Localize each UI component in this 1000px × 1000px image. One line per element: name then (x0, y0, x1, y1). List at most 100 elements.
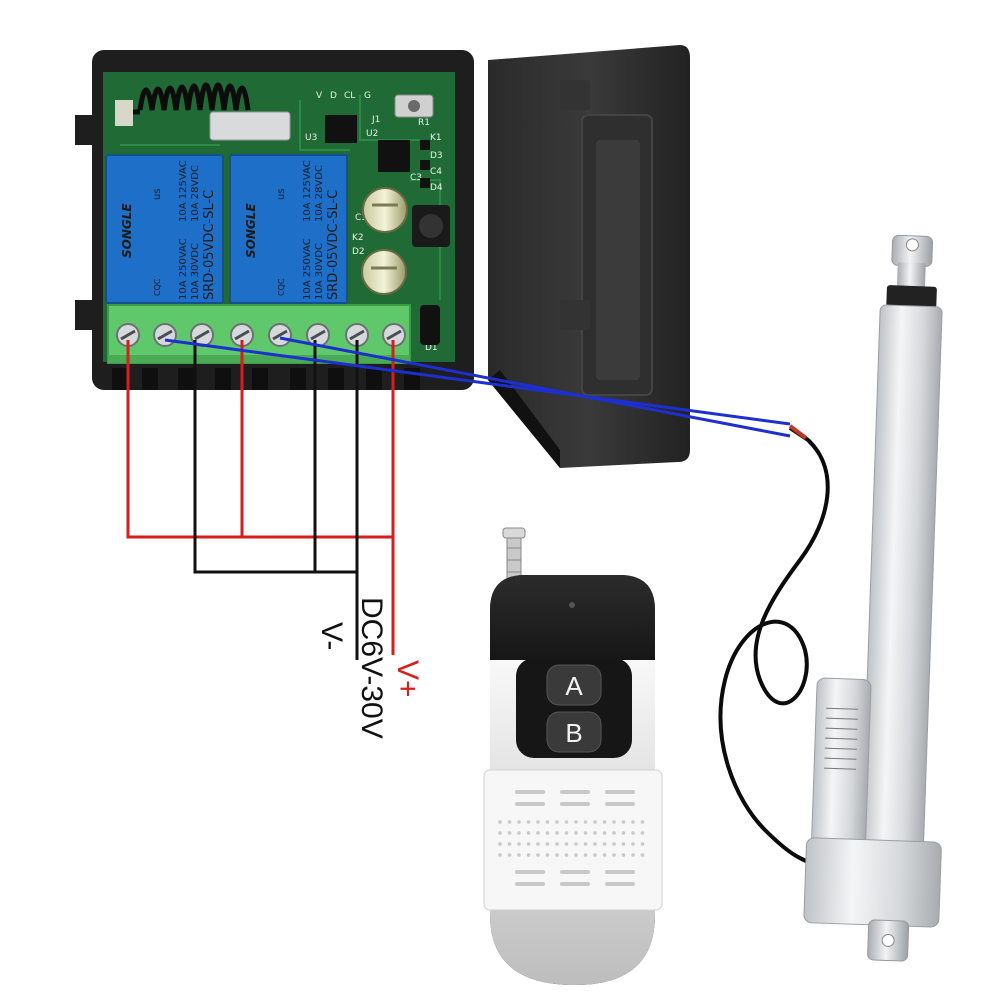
sleeve-dot (574, 842, 578, 846)
sleeve-dot (517, 831, 521, 835)
sleeve-dot (564, 853, 569, 857)
sleeve-dot (602, 853, 607, 857)
housing-fins (112, 368, 420, 390)
sleeve-dot (545, 831, 550, 835)
button-a[interactable]: A (546, 664, 602, 706)
wire-negative-relay2 (313, 340, 357, 574)
capacitor-2 (361, 249, 407, 295)
relay-2: SONGLE 10A 250VAC 10A 30VDC SRD-05VDC-SL… (229, 154, 348, 304)
sleeve-dot (517, 820, 521, 824)
sleeve-dot (593, 853, 597, 857)
sleeve-dot (640, 820, 645, 824)
svg-text:10A 30VDC: 10A 30VDC (190, 243, 201, 300)
svg-text:D1: D1 (425, 343, 438, 353)
svg-text:K1: K1 (430, 133, 442, 143)
sleeve-slot (515, 790, 545, 794)
negative-label: V- (315, 622, 348, 650)
svg-text:A: A (565, 671, 583, 701)
sleeve-dot (612, 831, 616, 835)
sleeve-slot (515, 802, 545, 806)
terminal-screw (153, 323, 177, 347)
terminal-screw (116, 323, 140, 347)
svg-text:SRD-05VDC-SL-C: SRD-05VDC-SL-C (326, 190, 341, 300)
power-wiring (126, 336, 831, 872)
svg-text:CQC: CQC (277, 278, 286, 296)
sleeve-dot (602, 831, 607, 835)
button-b[interactable]: B (546, 711, 602, 753)
sleeve-dot (631, 820, 635, 824)
sleeve-dot (526, 831, 531, 835)
sleeve-dot (555, 842, 559, 846)
sleeve-slot (560, 870, 590, 874)
sleeve-dot (564, 831, 569, 835)
voltage-label: DC6V-30V (355, 597, 388, 739)
wire-negative-bus (193, 340, 315, 574)
sleeve-dot (507, 820, 512, 824)
sleeve-slot (605, 790, 635, 794)
power-labels: V+ DC6V-30V V- (315, 597, 424, 739)
sleeve-dot (602, 842, 607, 846)
sleeve-dot (526, 842, 531, 846)
sleeve-dot (564, 820, 569, 824)
sleeve-slot (605, 882, 635, 886)
sleeve-dot (536, 853, 540, 857)
wire-positive-bus (126, 340, 242, 539)
wire-motor-b (279, 336, 791, 438)
sleeve-dot (583, 831, 588, 835)
svg-text:10A 28VDC: 10A 28VDC (314, 165, 325, 222)
sleeve-dot (545, 853, 550, 857)
sleeve-dot (593, 820, 597, 824)
svg-text:C4: C4 (430, 167, 442, 177)
sleeve-dot (498, 853, 502, 857)
sleeve-dot (574, 831, 578, 835)
svg-text:U3: U3 (305, 133, 317, 143)
svg-text:10A 250VAC: 10A 250VAC (302, 238, 313, 300)
sleeve-dot (612, 842, 616, 846)
sleeve-slot (605, 802, 635, 806)
sleeve-dot (555, 820, 559, 824)
sleeve-slot (515, 870, 545, 874)
button-panel (516, 658, 632, 758)
sleeve-dot (583, 853, 588, 857)
sleeve-dot (593, 831, 597, 835)
sleeve-pattern (498, 790, 645, 886)
sleeve-dot (631, 831, 635, 835)
sleeve-dot (498, 820, 502, 824)
sleeve-dot (631, 842, 635, 846)
sleeve-dot (498, 831, 502, 835)
sleeve-dot (583, 842, 588, 846)
receiver-lid (488, 45, 690, 468)
svg-text:10A 125VAC: 10A 125VAC (178, 160, 189, 222)
sleeve-dot (621, 842, 626, 846)
svg-text:10A 125VAC: 10A 125VAC (302, 160, 313, 222)
actuator-cable (718, 426, 831, 872)
svg-text:K2: K2 (352, 233, 364, 243)
sleeve-dot (536, 820, 540, 824)
svg-text:B: B (565, 718, 582, 748)
receiver-module: V D CL G J1 U2 R1 K1 D3 C4 D4 U3 K2 D2 C… (75, 45, 690, 468)
ic-chip-u2 (325, 115, 357, 143)
sleeve-dot (640, 831, 645, 835)
sleeve-dot (507, 842, 512, 846)
sleeve-dot (526, 853, 531, 857)
sleeve-dot (536, 842, 540, 846)
svg-text:D4: D4 (430, 183, 443, 193)
sleeve-dot (574, 853, 578, 857)
sleeve-dot (545, 842, 550, 846)
sleeve-dot (545, 820, 550, 824)
svg-text:SRD-05VDC-SL-C: SRD-05VDC-SL-C (202, 190, 217, 300)
linear-actuator (803, 234, 943, 962)
sleeve-dot (507, 853, 512, 857)
sleeve-dot (574, 820, 578, 824)
sleeve-dot (621, 853, 626, 857)
svg-text:J1: J1 (371, 115, 380, 125)
sleeve-dot (526, 820, 531, 824)
svg-text:CQC: CQC (153, 278, 162, 296)
sleeve-dot (621, 831, 626, 835)
remote-control: A B (483, 527, 663, 985)
wire-motor-a (164, 338, 791, 426)
crystal-oscillator (209, 111, 291, 141)
sleeve-dot (555, 853, 559, 857)
sleeve-dot (498, 842, 502, 846)
